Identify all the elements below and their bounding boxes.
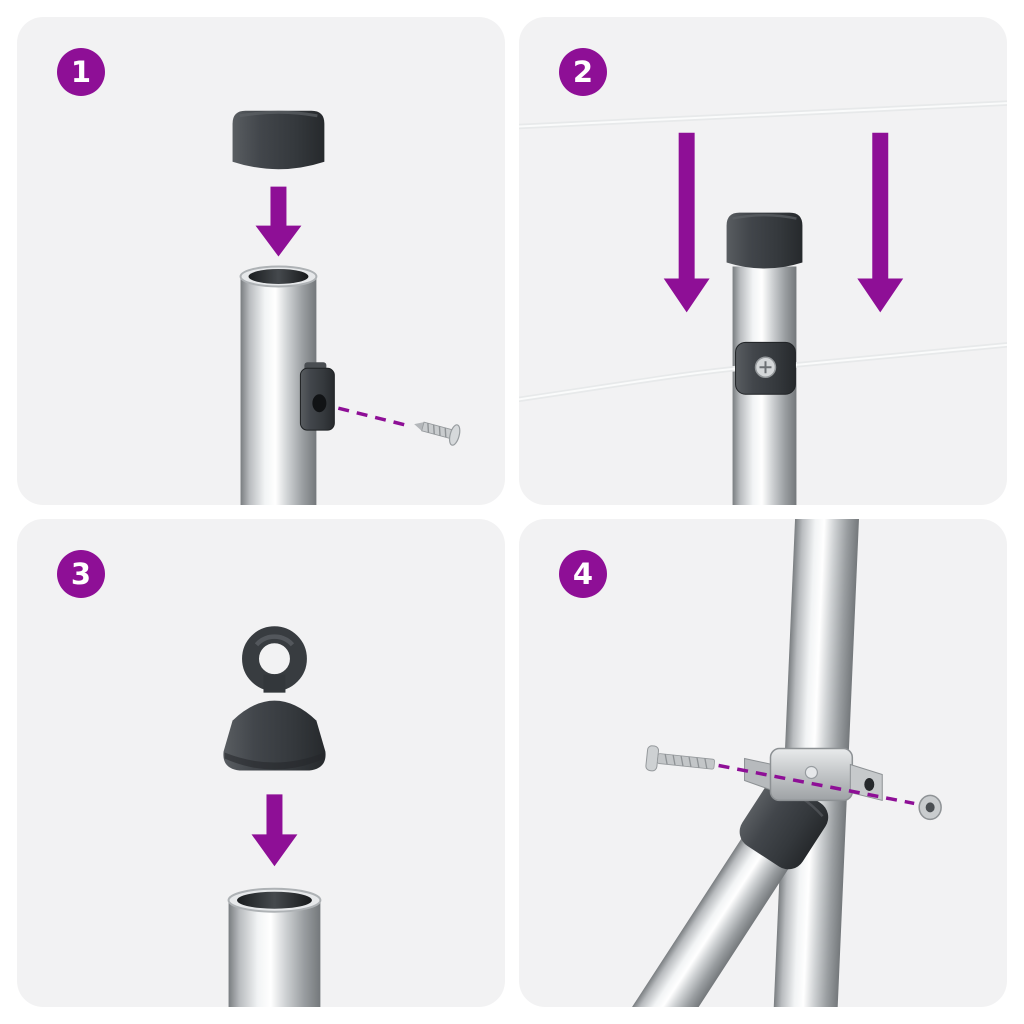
down-arrow-icon-right (857, 132, 904, 313)
nut (918, 794, 942, 821)
step-number: 1 (70, 55, 92, 89)
down-arrow-icon (255, 186, 302, 257)
screw (414, 421, 461, 446)
dashed-guide-line (718, 763, 915, 806)
step-number-badge: 2 (559, 48, 607, 96)
step-number-badge: 1 (57, 48, 105, 96)
step-number: 2 (572, 55, 594, 89)
bolt (645, 745, 716, 772)
dashed-guide-line (337, 406, 407, 427)
post-cap (726, 212, 803, 269)
step-2-illustration (519, 100, 1007, 505)
down-arrow-icon-left (663, 132, 710, 313)
lower-tension-wire (519, 342, 1007, 403)
down-arrow-icon (251, 794, 298, 867)
step-4-illustration (587, 519, 942, 1007)
step-number-badge: 3 (57, 550, 105, 598)
step-panel-4: 4 (519, 519, 1007, 1007)
step-number: 4 (572, 557, 594, 591)
step-number-badge: 4 (559, 550, 607, 598)
eyelet-cap (223, 626, 326, 771)
step-panel-3: 3 (17, 519, 505, 1007)
post-cap (232, 110, 325, 170)
metal-post (227, 887, 322, 1007)
wire-clip (735, 341, 796, 395)
mounting-bracket (299, 362, 335, 431)
step-3-illustration (223, 626, 326, 1007)
step-panel-1: 1 (17, 17, 505, 505)
step-1-illustration (232, 110, 461, 505)
upper-tension-wire (519, 100, 1007, 130)
step-panel-2: 2 (519, 17, 1007, 505)
step-number: 3 (70, 557, 92, 591)
